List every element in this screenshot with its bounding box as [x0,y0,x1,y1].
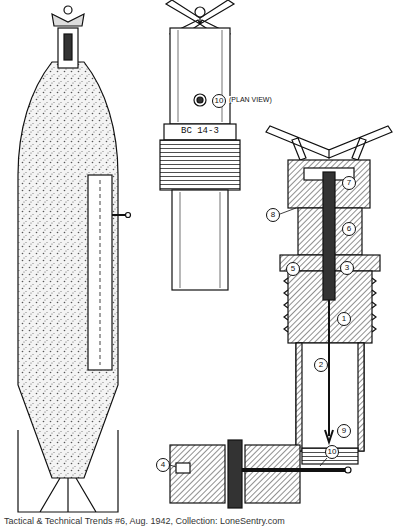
bomb-body [18,62,118,478]
striker-pin [325,300,333,442]
nose-vanes [52,14,84,26]
callout-number: 2 [314,358,328,372]
lock-block [170,445,225,503]
lock-stem [228,440,242,508]
fuze-head [170,28,230,124]
callout-number: 1 [337,312,351,326]
callout-number: 10 [325,445,339,459]
callout-number: 5 [286,262,300,276]
callout-number: 3 [340,261,354,275]
fuze-body [172,190,228,290]
fuze-thread [160,140,240,190]
lock-plug [176,463,190,473]
section-propeller [266,126,392,160]
fuze-band [164,124,236,140]
side-tube [88,175,112,370]
view-note: (PLAN VIEW) [228,96,273,103]
striker-stem [323,172,335,300]
callout-number: 8 [266,208,280,222]
callout-number: 7 [342,176,356,190]
callout-number: 4 [156,458,170,472]
stamp-marking: BC 14-3 [180,127,220,136]
tail-fins [18,430,118,512]
safety-rod [242,468,345,472]
callout-number: 6 [342,222,356,236]
source-caption: Tactical & Technical Trends #6, Aug. 194… [4,516,285,526]
nose-fuze [58,28,78,68]
callout-number: 9 [337,424,351,438]
callout-number: 10 [212,94,226,108]
